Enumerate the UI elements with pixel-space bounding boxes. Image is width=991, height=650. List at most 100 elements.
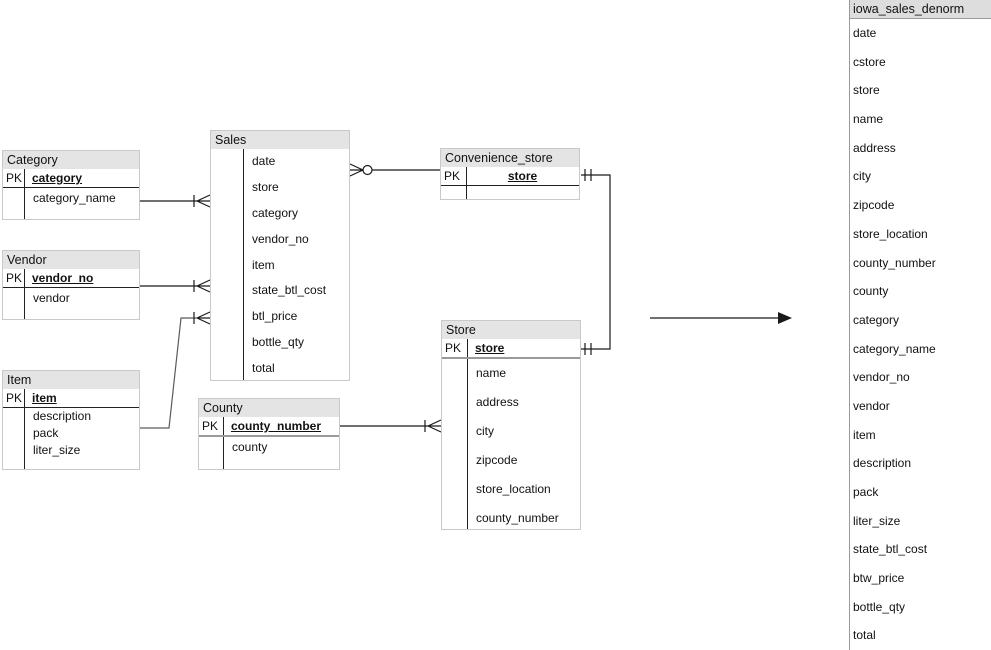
pk-label: PK xyxy=(202,419,219,433)
pk-label: PK xyxy=(6,171,23,185)
pk-row: PK category xyxy=(3,169,139,188)
relation-vendor-sales xyxy=(140,279,211,293)
pk-field: vendor_no xyxy=(32,271,94,285)
field: state_btl_cost xyxy=(853,542,928,557)
denorm-arrow xyxy=(650,312,792,324)
table-body: PK store xyxy=(441,167,579,199)
field: category_name xyxy=(33,191,116,205)
crowfoot-many-icon xyxy=(193,311,211,325)
field: store_location xyxy=(476,482,551,496)
pk-label: PK xyxy=(6,271,23,285)
table-vendor[interactable]: Vendor PK vendor_no vendor xyxy=(2,250,140,320)
pk-divider xyxy=(243,149,244,380)
field: bottle_qty xyxy=(853,599,906,614)
pk-divider xyxy=(467,339,468,529)
crowfoot-many-icon xyxy=(340,419,442,433)
field: pack xyxy=(33,426,59,440)
field: liter_size xyxy=(33,443,81,457)
table-title: iowa_sales_denorm xyxy=(850,0,991,19)
field: description xyxy=(33,409,92,423)
field: vendor_no xyxy=(252,231,309,246)
table-sales[interactable]: Sales date store category vendor_no item… xyxy=(210,130,350,381)
table-body: date store category vendor_no item state… xyxy=(211,149,349,380)
pk-row: PK store xyxy=(442,339,580,359)
field: category_name xyxy=(853,341,936,356)
field: store xyxy=(252,179,279,194)
field: cstore xyxy=(853,54,886,69)
arrow-head-icon xyxy=(778,312,792,324)
field: city xyxy=(853,169,871,184)
field: vendor_no xyxy=(853,370,910,385)
table-county[interactable]: County PK county_number county xyxy=(198,398,340,470)
pk-divider xyxy=(466,167,467,199)
table-body: PK store name address city zipcode store… xyxy=(442,339,580,529)
field: county xyxy=(232,440,268,454)
pk-divider xyxy=(24,389,25,469)
pk-field: category xyxy=(32,171,83,185)
field: date xyxy=(252,154,276,168)
field: county_number xyxy=(853,255,936,270)
pk-divider xyxy=(24,169,25,219)
elbow-connector xyxy=(140,317,197,429)
field: total xyxy=(853,628,876,643)
table-title: Store xyxy=(442,321,580,339)
relation-county-store xyxy=(340,419,442,433)
pk-field: county_number xyxy=(231,419,322,433)
table-item[interactable]: Item PK item description pack liter_size xyxy=(2,370,140,470)
field: liter_size xyxy=(853,513,901,528)
crowfoot-many-icon xyxy=(140,279,211,293)
crowfoot-many-icon xyxy=(140,194,211,208)
table-store[interactable]: Store PK store name address city zipcode… xyxy=(441,320,581,530)
field: item xyxy=(252,257,275,272)
relation-convenience-store-store xyxy=(581,169,611,355)
pk-field: store xyxy=(507,169,538,183)
table-iowa-sales-denorm[interactable]: iowa_sales_denorm date cstore store name… xyxy=(849,0,991,650)
field: county xyxy=(853,284,889,299)
relation-sales-convenience-store xyxy=(349,163,440,177)
pk-field: store xyxy=(475,341,505,355)
field: zipcode xyxy=(853,198,895,213)
table-title: Convenience_store xyxy=(441,149,579,167)
table-title: Item xyxy=(3,371,139,389)
table-body: PK vendor_no vendor xyxy=(3,269,139,319)
table-body: PK item description pack liter_size xyxy=(3,389,139,469)
field: category xyxy=(853,312,900,327)
field: description xyxy=(853,456,912,471)
table-body: PK category category_name xyxy=(3,169,139,219)
field: pack xyxy=(853,485,879,499)
pk-divider xyxy=(223,417,224,469)
pk-divider xyxy=(24,269,25,319)
field: county_number xyxy=(476,511,559,525)
field: bottle_qty xyxy=(252,335,305,350)
table-title: Vendor xyxy=(3,251,139,269)
field: address xyxy=(853,140,896,155)
table-convenience-store[interactable]: Convenience_store PK store xyxy=(440,148,580,200)
field: category xyxy=(252,205,299,220)
pk-field: item xyxy=(32,391,57,405)
field: zipcode xyxy=(476,453,518,467)
field: btl_price xyxy=(252,309,298,324)
field: vendor xyxy=(33,291,70,305)
one-one-connector xyxy=(581,169,611,355)
field: date xyxy=(853,26,877,40)
table-body: PK county_number county xyxy=(199,417,339,469)
field: address xyxy=(476,395,519,409)
field: city xyxy=(476,424,494,438)
field: store xyxy=(853,83,880,98)
table-title: County xyxy=(199,399,339,417)
pk-label: PK xyxy=(444,169,461,183)
pk-row: PK vendor_no xyxy=(3,269,139,288)
table-category[interactable]: Category PK category category_name xyxy=(2,150,140,220)
pk-row: PK county_number xyxy=(199,417,339,437)
table-title: Sales xyxy=(211,131,349,149)
field: state_btl_cost xyxy=(252,283,327,298)
pk-label: PK xyxy=(6,391,23,405)
relation-category-sales xyxy=(140,194,211,208)
table-title: Category xyxy=(3,151,139,169)
zero-circle-icon xyxy=(362,164,373,176)
pk-row: PK item xyxy=(3,389,139,408)
pk-row: PK store xyxy=(441,167,579,186)
field: name xyxy=(853,112,884,127)
pk-label: PK xyxy=(445,341,462,355)
